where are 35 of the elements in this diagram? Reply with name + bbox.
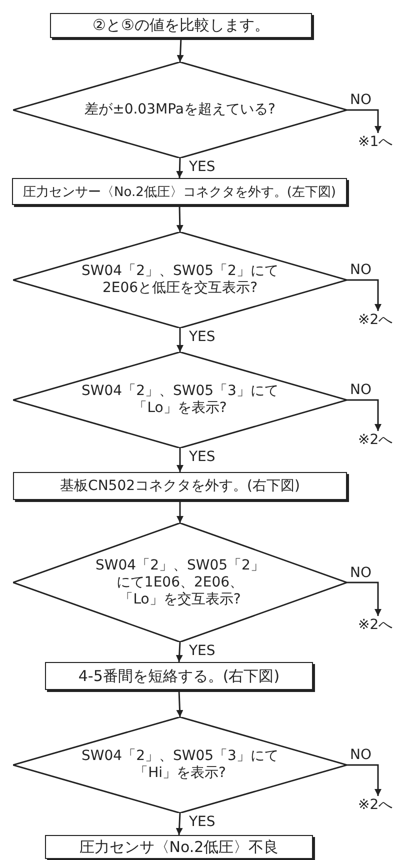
- arrow: [347, 399, 382, 431]
- question-text: 差が±0.03MPaを超えている?: [84, 102, 276, 118]
- question-text: SW04「2」、SW05「2」にて1E06、2E06、「Lo」を交互表示?: [95, 557, 265, 608]
- decision-diamond: [13, 62, 347, 158]
- arrow: [347, 109, 382, 133]
- arrow: [347, 582, 382, 616]
- arrow: [176, 158, 184, 178]
- arrow: [347, 764, 382, 796]
- reference-text: ※2へ: [358, 431, 403, 449]
- process-box: 圧力センサ〈No.2低圧〉不良: [45, 835, 313, 859]
- reference-text: ※1へ: [358, 133, 403, 151]
- question-text: SW04「2」、SW05「2」にて2E06と低圧を交互表示?: [80, 263, 280, 297]
- arrow: [176, 448, 184, 472]
- arrow: [347, 279, 382, 311]
- process-box: 圧力センサー〈No.2低圧〉コネクタを外す。(左下図): [12, 178, 347, 205]
- arrow: [176, 204, 184, 232]
- process-box: 基板CN502コネクタを外す。(右下図): [13, 472, 347, 500]
- arrow: [176, 812, 183, 836]
- arrow: [176, 38, 184, 62]
- edge-label: NO: [349, 566, 372, 580]
- question-text: SW04「2」、SW05「3」にて「Lo」を表示?: [80, 383, 280, 417]
- arrow: [176, 328, 184, 352]
- arrow: [176, 642, 183, 662]
- decision-diamond: [13, 717, 347, 813]
- decision-diamond: [13, 232, 347, 328]
- process-box: ②と⑤の値を比較します。: [50, 13, 312, 38]
- arrow: [176, 500, 184, 523]
- decision-diamond: [13, 352, 347, 448]
- decision-diamond: [13, 523, 347, 642]
- reference-text: ※2へ: [358, 796, 403, 814]
- reference-text: ※2へ: [358, 616, 403, 634]
- arrow: [176, 690, 184, 718]
- process-box: 4-5番間を短絡する。(右下図): [45, 662, 313, 690]
- question-text: SW04「2」、SW05「3」にて「Hi」を表示?: [80, 748, 280, 782]
- reference-text: ※2へ: [358, 311, 403, 329]
